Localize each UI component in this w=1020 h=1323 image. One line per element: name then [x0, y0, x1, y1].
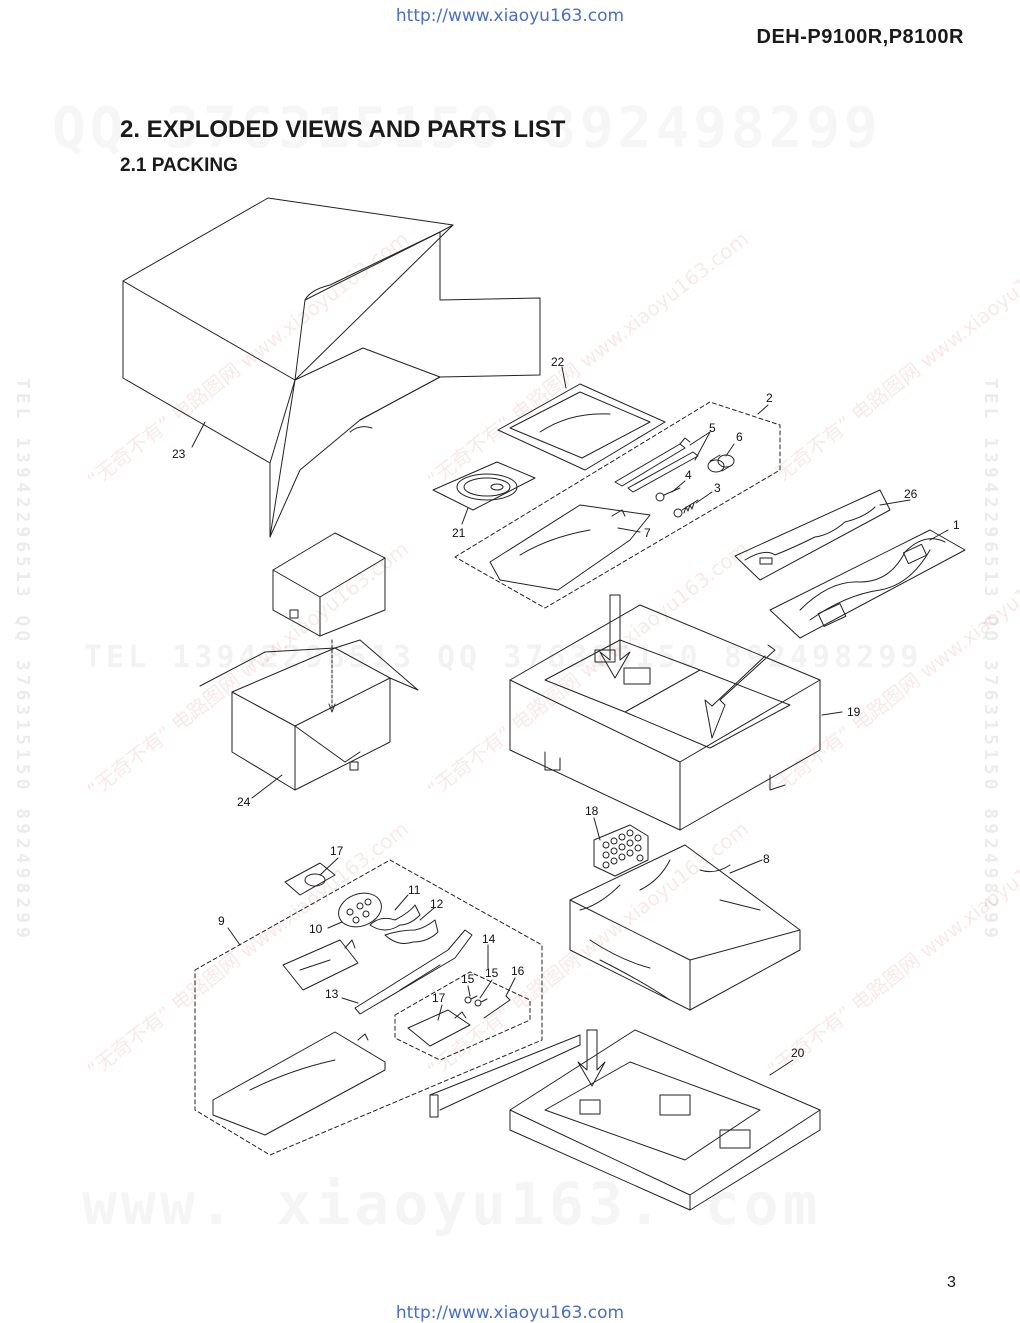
part-15-screws: [464, 995, 488, 1007]
part-19-bubble-wrap: [593, 824, 649, 877]
page-title: 2. EXPLODED VIEWS AND PARTS LIST: [120, 116, 566, 143]
page-number: 3: [947, 1274, 956, 1291]
part-20-upper-foam: [509, 594, 821, 831]
part-13-cable: [354, 929, 473, 1015]
callout-9: 9: [218, 914, 225, 928]
model-number: DEH-P9100R,P8100R: [756, 26, 964, 48]
part-3-bolt: [673, 499, 699, 518]
callout-13: 13: [325, 987, 339, 1001]
callout-21: 20: [791, 1046, 805, 1060]
callout-7: 7: [644, 526, 651, 540]
part-8-main-unit-bag: [569, 844, 801, 1011]
part-2-accessory-kit-boundary: [454, 401, 781, 609]
callout-24: 23: [172, 447, 186, 461]
remote-bag: [282, 939, 359, 991]
part-17-bag: [407, 1009, 471, 1047]
part-6-bushing: [707, 454, 735, 473]
part-25-carton: [199, 532, 419, 791]
callout-1: 1: [953, 518, 960, 532]
callout-numbers: 22 2 5 6 4 3 7 21 23 26 1 19 24 18 8 17 …: [172, 355, 960, 1060]
part-24-outer-carton: [122, 197, 541, 538]
callout-20: 19: [847, 705, 861, 719]
callout-3: 3: [714, 481, 721, 495]
part-5-keys: [614, 437, 699, 493]
section-title: 2.1 PACKING: [120, 155, 238, 176]
header-url-link[interactable]: http://www.xiaoyu163.com: [395, 6, 625, 26]
callout-6: 6: [736, 430, 743, 444]
leader-lines: [191, 366, 949, 1076]
part-10-remote: [338, 892, 382, 928]
callout-12: 12: [430, 897, 444, 911]
callout-11: 11: [408, 883, 421, 897]
callout-25: 24: [237, 795, 251, 809]
part-9-remote-kit-boundary: [194, 859, 543, 1156]
callout-5: 5: [709, 421, 716, 435]
part-16-hex-wrench: [483, 995, 511, 1019]
callout-26: 26: [904, 487, 918, 501]
remote-kit-outer-bag: [212, 1031, 386, 1136]
callout-22: 21: [452, 526, 466, 540]
part-22-disc-pack: [432, 461, 536, 511]
part-23-bag: [497, 383, 666, 471]
part-1-wire-harness: [769, 529, 966, 639]
footer-url-link[interactable]: http://www.xiaoyu163.com: [395, 1303, 625, 1323]
part-21-lower-foam: [429, 1029, 821, 1211]
callout-4: 4: [685, 468, 692, 482]
part-4-screw: [655, 487, 681, 502]
part-11-holder: [369, 904, 421, 931]
callout-18: 17: [330, 844, 344, 858]
callout-23: 22: [551, 355, 565, 369]
callout-15-b: 15: [485, 966, 499, 980]
callout-2: 2: [766, 391, 773, 405]
callout-10: 10: [309, 922, 323, 936]
part-26-cable-bag: [734, 489, 891, 581]
callout-16: 16: [511, 964, 525, 978]
part-12-holder: [384, 919, 439, 944]
callout-19: 18: [585, 804, 599, 818]
part-18-pack: [284, 862, 336, 896]
callout-14: 14: [482, 932, 496, 946]
callout-8: 8: [763, 852, 770, 866]
part-7-bag: [489, 504, 651, 591]
callout-15-a: 15: [461, 972, 475, 986]
callout-17: 17: [432, 991, 446, 1005]
part-14-screw-kit-boundary: [394, 971, 531, 1061]
